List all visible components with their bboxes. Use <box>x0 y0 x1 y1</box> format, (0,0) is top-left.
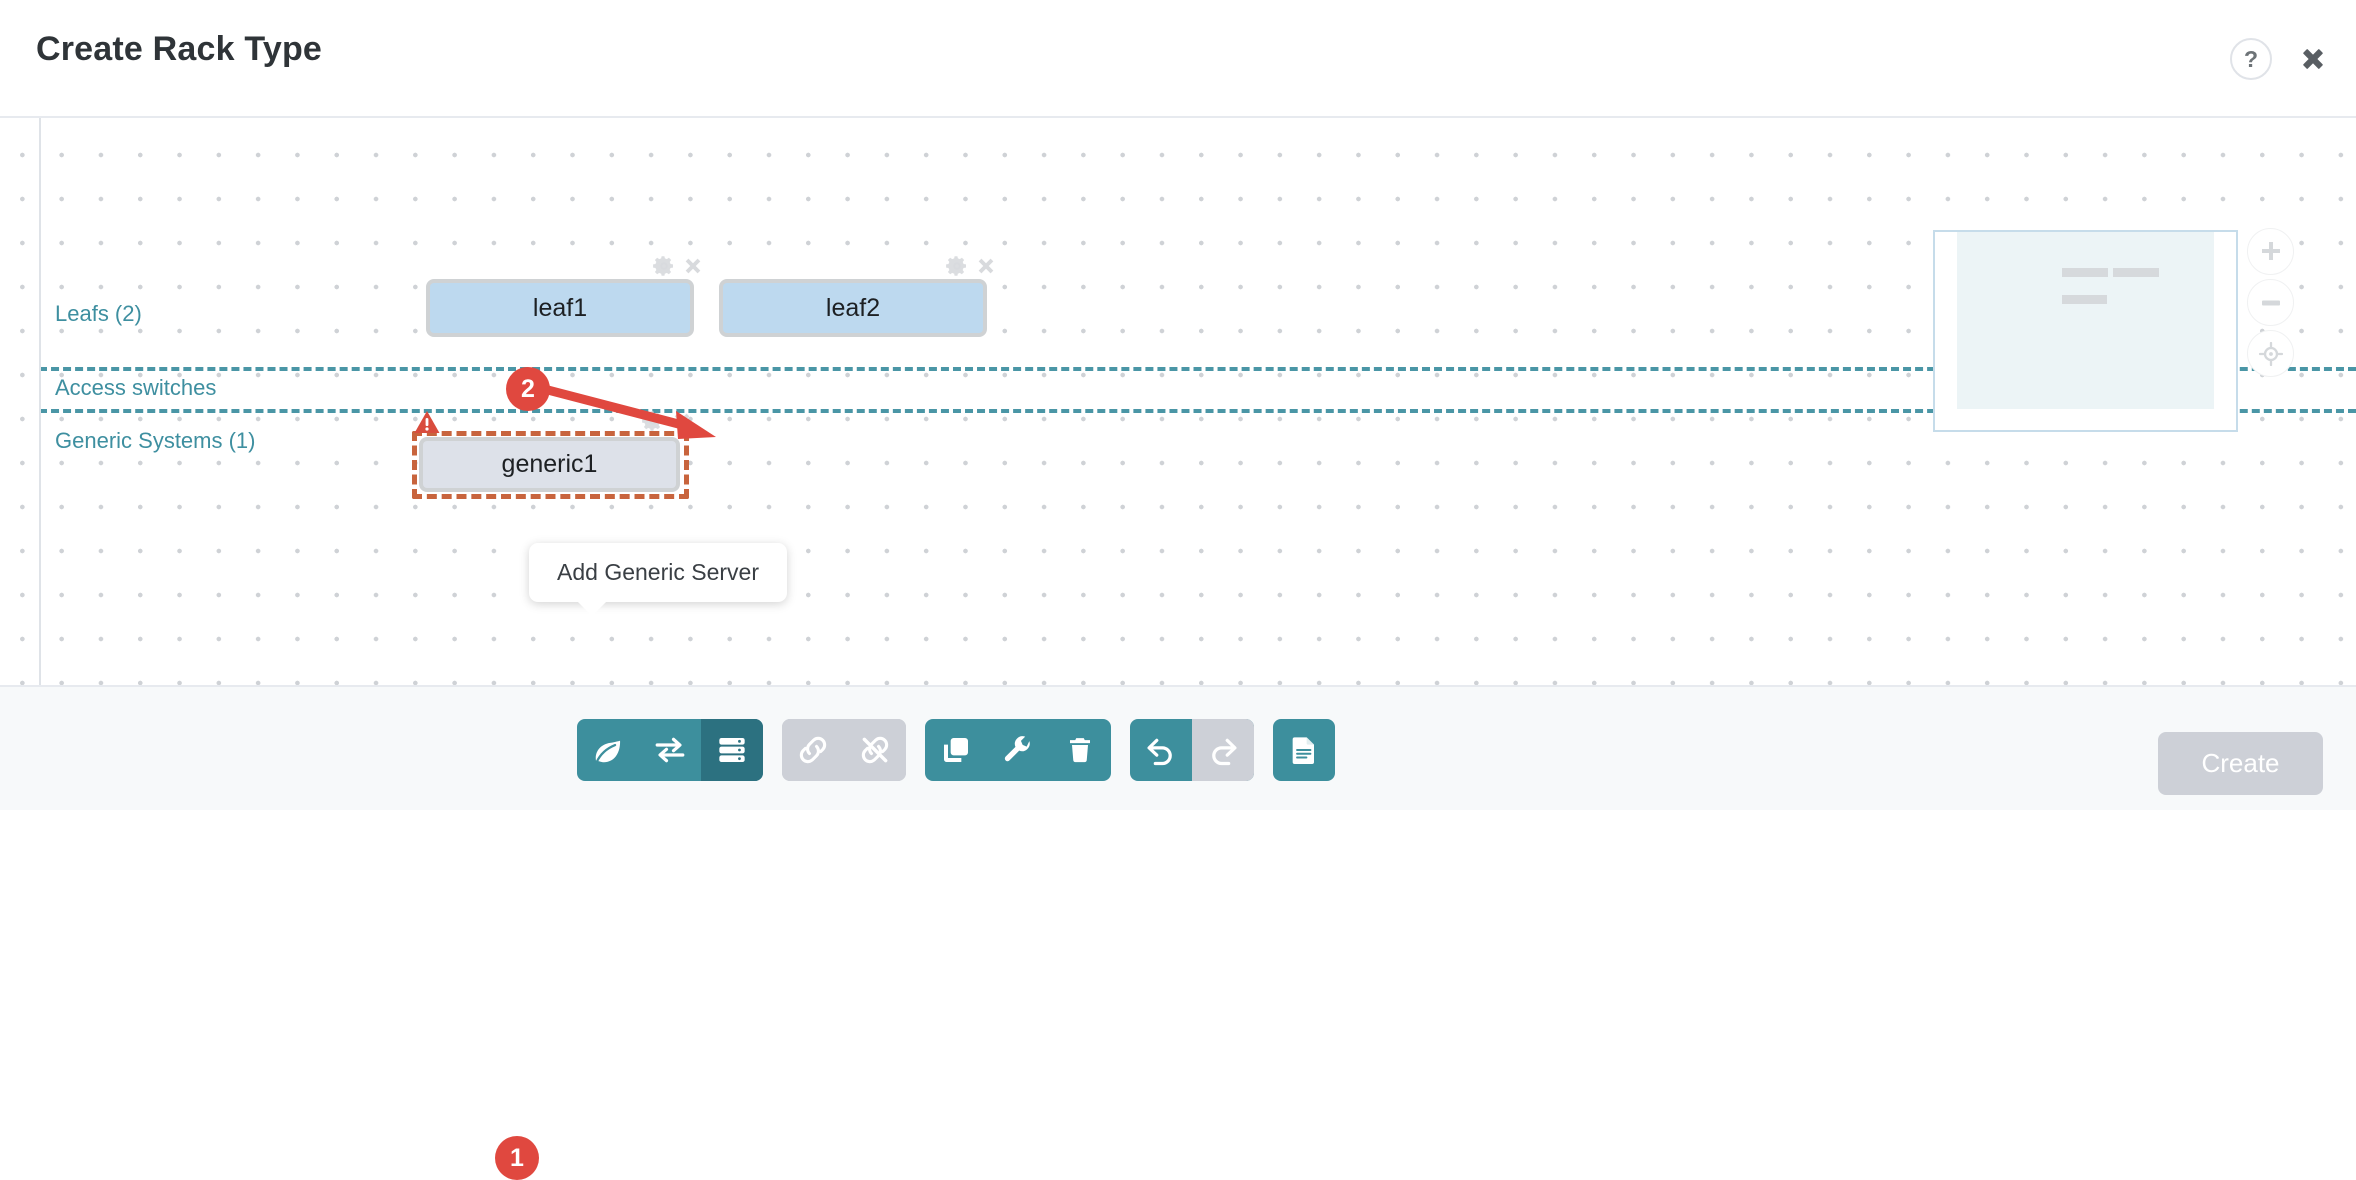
close-x-icon[interactable] <box>671 410 693 432</box>
rack-toolbar <box>577 719 1335 781</box>
node-generic1[interactable]: generic1 <box>419 437 680 492</box>
minimap-node <box>2062 295 2107 304</box>
close-button[interactable] <box>2290 36 2336 82</box>
warning-triangle-icon[interactable] <box>414 410 440 434</box>
add-generic-server-button[interactable] <box>701 719 763 781</box>
node-actions-leaf2 <box>945 254 997 278</box>
toolbar-group-history <box>1130 719 1254 781</box>
wrench-icon <box>1004 736 1030 762</box>
tooltip-add-generic-server: Add Generic Server <box>529 543 787 616</box>
section-label-generic: Generic Systems (1) <box>55 428 256 453</box>
selection-outline-generic1 <box>412 431 689 499</box>
help-button[interactable]: ? <box>2230 38 2272 80</box>
annotation-badge-2: 2 <box>506 367 550 411</box>
section-label-access: Access switches <box>55 375 217 400</box>
toolbar-group-link <box>782 719 906 781</box>
rack-canvas[interactable]: Leafs (2) Access switches Generic System… <box>0 118 2356 685</box>
toolbar-group-edit <box>925 719 1111 781</box>
unlink-button <box>844 719 906 781</box>
canvas-left-border <box>39 118 41 685</box>
server-icon <box>719 738 745 762</box>
create-button[interactable]: Create <box>2158 732 2323 795</box>
zoom-in-button[interactable] <box>2247 228 2294 275</box>
section-label-leafs: Leafs (2) <box>55 301 142 326</box>
section-divider-bottom <box>39 409 2356 413</box>
close-x-icon <box>2303 49 2323 69</box>
zoom-out-button[interactable] <box>2247 279 2294 326</box>
copy-icon <box>944 738 968 762</box>
dialog-footer: 1 Create <box>0 685 2356 1180</box>
gear-icon[interactable] <box>945 254 969 278</box>
close-x-icon[interactable] <box>682 255 704 277</box>
toolbar-group-add <box>577 719 763 781</box>
minimap-node <box>2062 268 2108 277</box>
exchange-icon <box>655 737 685 763</box>
minus-icon <box>2261 300 2280 305</box>
clone-button[interactable] <box>925 719 987 781</box>
section-divider-top <box>39 367 2356 371</box>
link-button <box>782 719 844 781</box>
gear-icon[interactable] <box>641 409 665 433</box>
link-icon <box>799 736 827 764</box>
add-leaf-button[interactable] <box>577 719 639 781</box>
question-mark-icon: ? <box>2243 46 2259 72</box>
minimap-node <box>2113 268 2159 277</box>
redo-icon <box>1212 738 1237 766</box>
unlink-icon <box>861 736 889 764</box>
minimap[interactable] <box>1933 230 2238 432</box>
annotation-badge-1: 1 <box>495 1136 539 1180</box>
node-actions-generic1 <box>641 409 693 433</box>
leaf-icon <box>595 740 621 764</box>
add-access-switch-button[interactable] <box>639 719 701 781</box>
node-leaf2[interactable]: leaf2 <box>719 279 987 337</box>
minimap-viewport[interactable] <box>1957 232 2214 409</box>
undo-icon <box>1147 738 1172 766</box>
undo-button[interactable] <box>1130 719 1192 781</box>
crosshair-icon <box>2258 341 2283 366</box>
dialog-header: Create Rack Type ? <box>0 0 2356 118</box>
edit-button[interactable] <box>987 719 1049 781</box>
page-title: Create Rack Type <box>36 30 323 68</box>
close-x-icon[interactable] <box>975 255 997 277</box>
toolbar-group-document <box>1273 719 1335 781</box>
trash-icon <box>1070 738 1090 763</box>
node-actions-leaf1 <box>652 254 704 278</box>
document-button[interactable] <box>1273 719 1335 781</box>
zoom-controls <box>2247 228 2294 377</box>
gear-icon[interactable] <box>652 254 676 278</box>
fit-to-view-button[interactable] <box>2247 330 2294 377</box>
plus-icon <box>2261 241 2280 260</box>
redo-button <box>1192 719 1254 781</box>
node-leaf1[interactable]: leaf1 <box>426 279 694 337</box>
delete-button[interactable] <box>1049 719 1111 781</box>
document-icon <box>1292 737 1314 764</box>
